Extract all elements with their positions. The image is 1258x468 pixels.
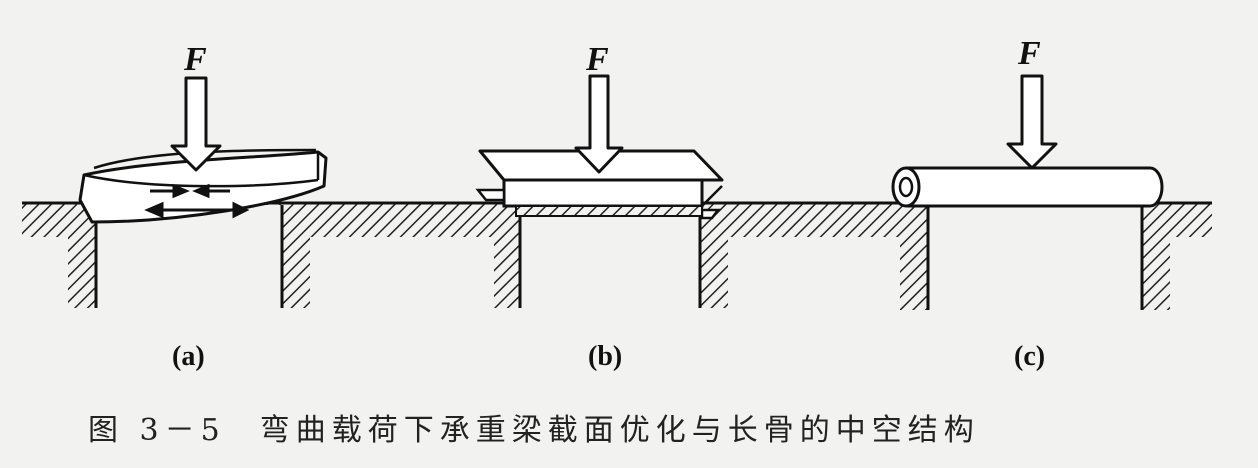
force-arrow-b [574, 74, 624, 174]
panel-label-a: (a) [172, 341, 205, 372]
supports [68, 205, 1170, 310]
caption-text: 弯曲载荷下承重梁截面优化与长骨的中空结构 [259, 413, 980, 448]
force-label-c: F [1017, 35, 1041, 72]
beam-diagram: F F F (a) (b) (c) [22, 35, 1212, 372]
support-gaps [96, 205, 1142, 315]
force-arrow-a [170, 76, 222, 172]
force-arrow-c [1006, 74, 1058, 170]
beam-solid-a [78, 148, 328, 224]
force-label-b: F [585, 41, 609, 78]
panel-label-c: (c) [1014, 341, 1045, 372]
force-label-a: F [183, 41, 207, 78]
panel-label-b: (b) [588, 341, 622, 372]
stress-arrows [144, 183, 250, 219]
figure-number: 图 3－5 [88, 413, 226, 448]
beam-tube-c [891, 166, 1164, 208]
figure-caption: 图 3－5 弯曲载荷下承重梁截面优化与长骨的中空结构 [88, 405, 980, 449]
